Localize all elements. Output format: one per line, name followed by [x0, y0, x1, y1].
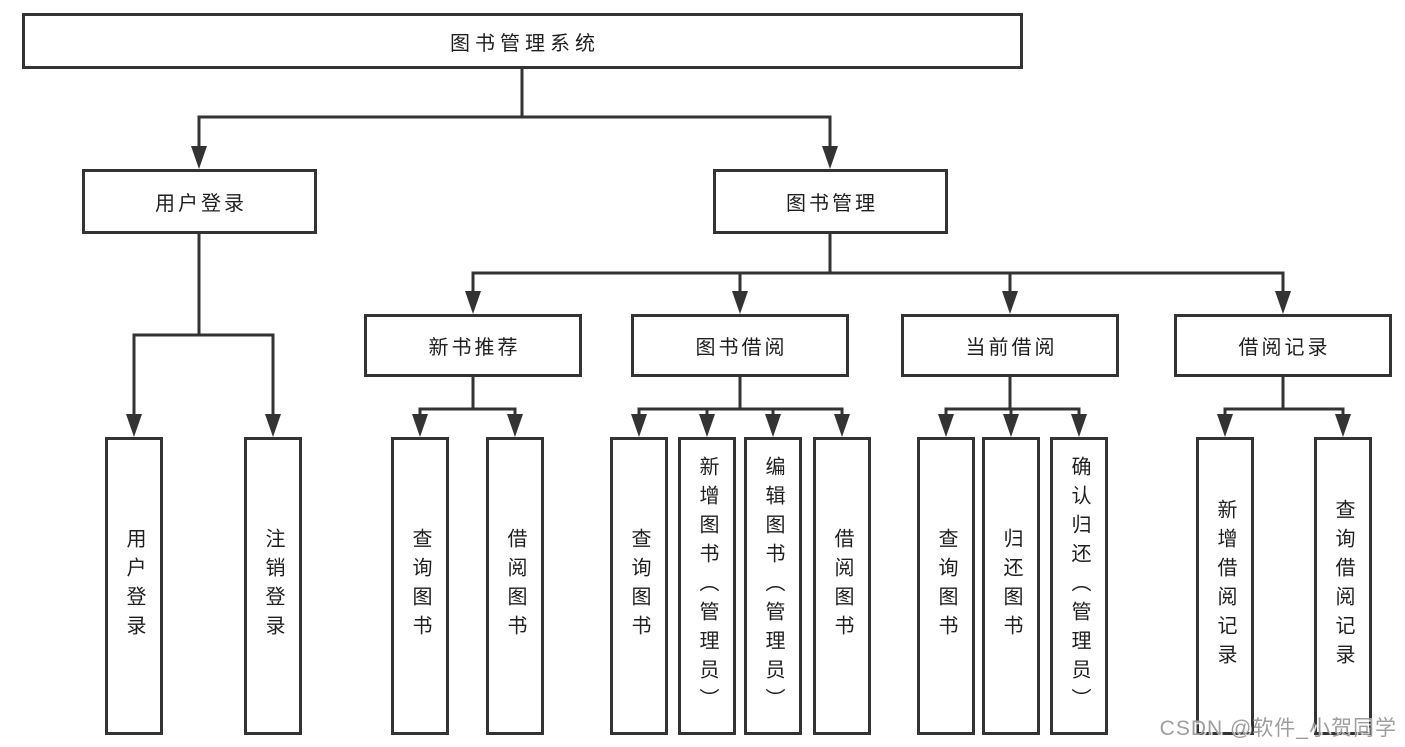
node-label: 借阅图书 [504, 528, 526, 644]
node-new-book-recommendation: 新书推荐 [364, 314, 582, 377]
node-confirm-return-admin: 确认归还（管理员） [1050, 437, 1108, 735]
node-return-books: 归还图书 [982, 437, 1040, 735]
node-search-books-borrowing: 查询图书 [610, 437, 668, 735]
node-label: 用户登录 [123, 528, 145, 644]
node-logout: 注销登录 [244, 437, 302, 735]
node-label: 新增图书（管理员） [696, 455, 718, 717]
node-label: 借阅图书 [831, 528, 853, 644]
node-label: 查询图书 [628, 528, 650, 644]
node-label: 查询图书 [409, 528, 431, 644]
node-label: 借阅记录 [1238, 337, 1331, 359]
node-search-books-recommend: 查询图书 [391, 437, 449, 735]
node-label: 新书推荐 [428, 337, 521, 359]
node-label: 查询借阅记录 [1332, 499, 1354, 673]
node-user-login: 用户登录 [105, 437, 163, 735]
csdn-watermark: CSDN @软件_小贺同学 [1159, 717, 1397, 740]
node-library-management-system: 图书管理系统 [22, 13, 1023, 69]
node-edit-books-admin: 编辑图书（管理员） [744, 437, 802, 735]
node-book-management-module: 图书管理 [713, 169, 948, 234]
node-borrow-books-recommend: 借阅图书 [486, 437, 544, 735]
node-search-borrow-record: 查询借阅记录 [1314, 437, 1372, 735]
node-label: 用户登录 [155, 193, 247, 215]
node-label: 图书管理 [786, 193, 878, 215]
node-label: 注销登录 [262, 528, 284, 644]
node-add-borrow-record: 新增借阅记录 [1196, 437, 1254, 735]
node-label: 当前借阅 [965, 337, 1058, 359]
node-add-books-admin: 新增图书（管理员） [678, 437, 736, 735]
node-search-books-current: 查询图书 [917, 437, 975, 735]
node-label: 确认归还（管理员） [1068, 455, 1090, 717]
node-label: 图书借阅 [695, 337, 788, 359]
node-user-login-module: 用户登录 [82, 169, 317, 234]
node-label: 编辑图书（管理员） [762, 455, 784, 717]
node-borrow-books: 借阅图书 [813, 437, 871, 735]
node-label: 归还图书 [1000, 528, 1022, 644]
node-borrowing-records: 借阅记录 [1174, 314, 1392, 377]
node-book-borrowing: 图书借阅 [631, 314, 849, 377]
node-label: 查询图书 [935, 528, 957, 644]
node-label: 新增借阅记录 [1214, 499, 1236, 673]
node-current-borrowing: 当前借阅 [901, 314, 1119, 377]
node-label: 图书管理系统 [450, 32, 600, 55]
